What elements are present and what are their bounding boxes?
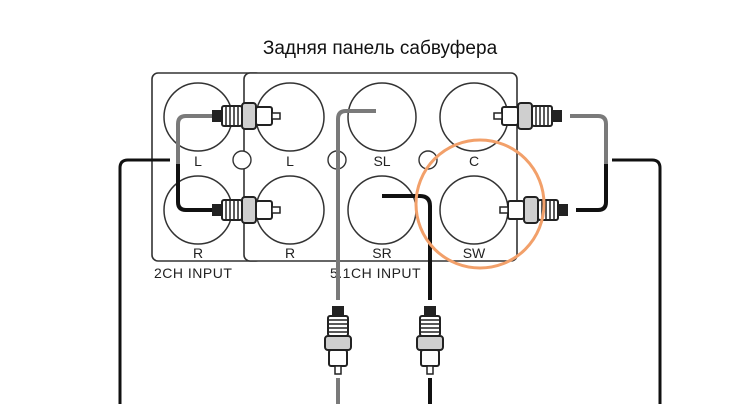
rca-plug-sw [500, 197, 568, 223]
wire-sl [336, 109, 376, 300]
cable-right-grey [570, 114, 608, 164]
divider-dot [232, 150, 252, 170]
group-label-2ch: 2CH INPUT [154, 265, 232, 281]
jack-label-sl: SL [373, 153, 390, 169]
cable-right-black [576, 164, 608, 212]
wire-sr [382, 194, 432, 300]
jack-label-r-51: R [285, 245, 295, 261]
rca-plug-sl [325, 306, 351, 374]
jack-sw [439, 175, 509, 245]
sw-highlight-ring [414, 138, 546, 270]
wire-outer-left [118, 158, 170, 404]
jack-label-sw: SW [463, 245, 486, 261]
wire-outer-right [612, 158, 662, 404]
rca-plug-c [494, 103, 562, 129]
jack-label-c: C [469, 153, 479, 169]
rca-plug-2ch-l [211, 102, 281, 130]
jack-sr [347, 175, 417, 245]
page-title: Задняя панель сабвуфера [263, 38, 498, 59]
cable-left-black [176, 164, 212, 212]
jack-label-sr: SR [372, 245, 391, 261]
jack-label-r-2ch: R [193, 245, 203, 261]
rca-plug-sr [417, 306, 443, 374]
rca-plug-2ch-r [211, 196, 281, 224]
cable-left-grey [176, 114, 212, 164]
jack-label-l-51: L [286, 153, 294, 169]
jack-sl [347, 82, 417, 152]
jack-label-l-2ch: L [194, 153, 202, 169]
group-label-51ch: 5.1CH INPUT [330, 265, 421, 281]
